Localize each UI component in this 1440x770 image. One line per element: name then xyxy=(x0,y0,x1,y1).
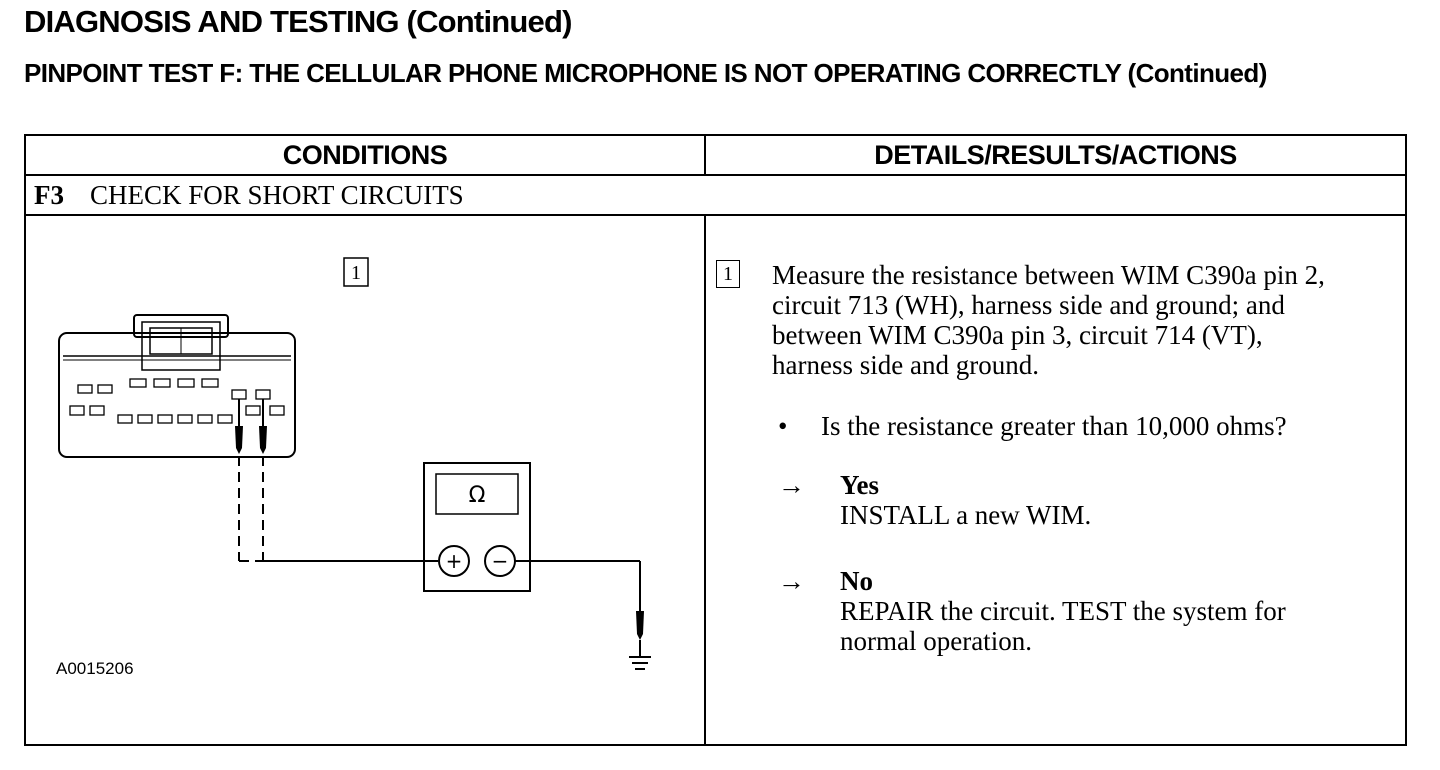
plus-terminal: + xyxy=(446,549,463,573)
no-action-line: normal operation. xyxy=(840,626,1032,656)
question-text: Is the resistance greater than 10,000 oh… xyxy=(821,411,1287,441)
ground-lead xyxy=(515,560,644,656)
details-header: DETAILS/RESULTS/ACTIONS xyxy=(874,140,1237,170)
ground-icon xyxy=(629,656,651,670)
connector-icon xyxy=(58,314,296,458)
circuit-diagram: 1 xyxy=(26,216,704,744)
pinpoint-test-title: PINPOINT TEST F: THE CELLULAR PHONE MICR… xyxy=(24,58,1267,88)
ohm-symbol: Ω xyxy=(469,483,486,508)
column-divider xyxy=(704,216,706,744)
connector-meter-figure: 1 xyxy=(56,257,651,678)
test-probes xyxy=(235,399,267,454)
harness-wires xyxy=(238,456,438,562)
details-callout-box: 1 xyxy=(716,260,740,288)
instruction-text: Measure the resistance between WIM C390a… xyxy=(772,260,1325,380)
arrow-right-icon: → xyxy=(778,566,805,596)
bullet-icon: • xyxy=(778,411,788,441)
no-action: REPAIR the circuit. TEST the system for … xyxy=(840,596,1286,656)
ohmmeter-icon: Ω + − xyxy=(423,462,531,592)
step-row: F3 CHECK FOR SHORT CIRCUITS xyxy=(34,176,464,214)
test-table: CONDITIONS DETAILS/RESULTS/ACTIONS F3 CHE… xyxy=(24,134,1407,746)
instruction-line: harness side and ground. xyxy=(772,350,1039,380)
instruction-line: circuit 713 (WH), harness side and groun… xyxy=(772,290,1285,320)
callout-box xyxy=(343,257,369,287)
minus-terminal: − xyxy=(492,549,509,573)
no-label: No xyxy=(840,566,873,596)
callout-number: 1 xyxy=(351,262,361,284)
row-divider xyxy=(26,174,1405,176)
yes-action: INSTALL a new WIM. xyxy=(840,500,1092,530)
column-divider xyxy=(704,136,706,176)
conditions-header: CONDITIONS xyxy=(282,140,448,170)
page-title: DIAGNOSIS AND TESTING (Continued) xyxy=(24,4,572,39)
yes-label: Yes xyxy=(840,470,879,500)
step-id: F3 xyxy=(34,180,64,210)
no-action-line: REPAIR the circuit. TEST the system for xyxy=(840,596,1286,626)
instruction-line: between WIM C390a pin 3, circuit 714 (VT… xyxy=(772,320,1263,350)
figure-id: A0015206 xyxy=(56,659,134,678)
row-divider xyxy=(26,214,1405,216)
arrow-right-icon: → xyxy=(778,470,805,500)
step-title: CHECK FOR SHORT CIRCUITS xyxy=(90,180,464,210)
instruction-line: Measure the resistance between WIM C390a… xyxy=(772,260,1325,290)
